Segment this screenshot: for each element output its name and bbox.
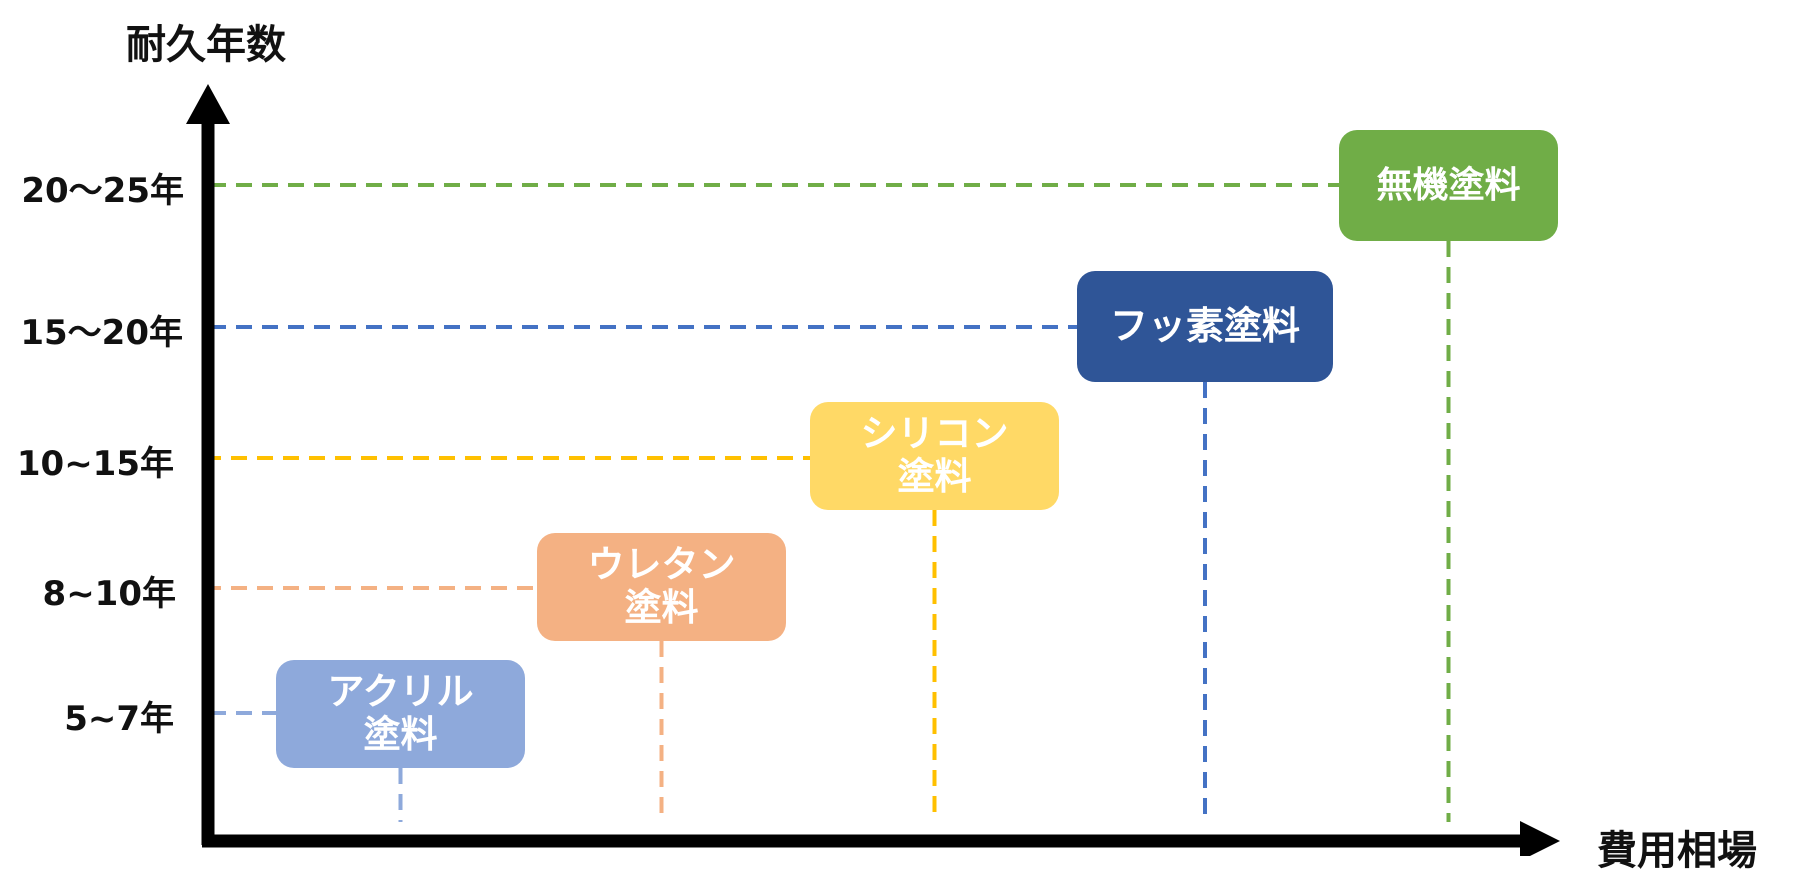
y-axis-label: 20～25年 xyxy=(21,171,184,211)
paint-name-line1: ウレタン xyxy=(587,543,736,587)
y-axis-label: 15～20年 xyxy=(20,313,183,353)
x-axis-title: 費用相場 xyxy=(1597,828,1757,874)
y-axis-label: 5~7年 xyxy=(64,699,174,739)
y-axis-label: 8~10年 xyxy=(42,574,176,614)
y-axis-label: 10~15年 xyxy=(16,444,174,484)
y-axis-arrowhead xyxy=(186,84,230,124)
paint-name-line2: 塗料 xyxy=(897,455,972,498)
diagram-canvas xyxy=(186,84,1560,856)
paint-box: シリコン塗料 xyxy=(810,402,1059,510)
durability-cost-diagram: 耐久年数 費用相場 5~7年 8~10年 10~15年 15～20年 20～25年 アク… xyxy=(16,22,1757,874)
paint-box: フッ素塗料 xyxy=(1077,271,1333,382)
y-axis-title: 耐久年数 xyxy=(126,22,286,68)
paint-name-line1: シリコン xyxy=(860,412,1009,456)
x-axis-arrowhead xyxy=(1520,821,1560,856)
paint-name-line2: 塗料 xyxy=(624,586,699,629)
paint-name-line1: フッ素塗料 xyxy=(1109,303,1300,348)
paint-box: ウレタン塗料 xyxy=(537,533,786,641)
paint-box: 無機塗料 xyxy=(1339,130,1558,241)
paint-name-line1: 無機塗料 xyxy=(1376,164,1521,206)
guide-lines xyxy=(205,183,1451,822)
paint-name-line2: 塗料 xyxy=(363,713,438,756)
axes xyxy=(186,84,1560,856)
paint-name-line1: アクリル xyxy=(327,670,474,714)
paint-box: アクリル塗料 xyxy=(276,660,525,768)
